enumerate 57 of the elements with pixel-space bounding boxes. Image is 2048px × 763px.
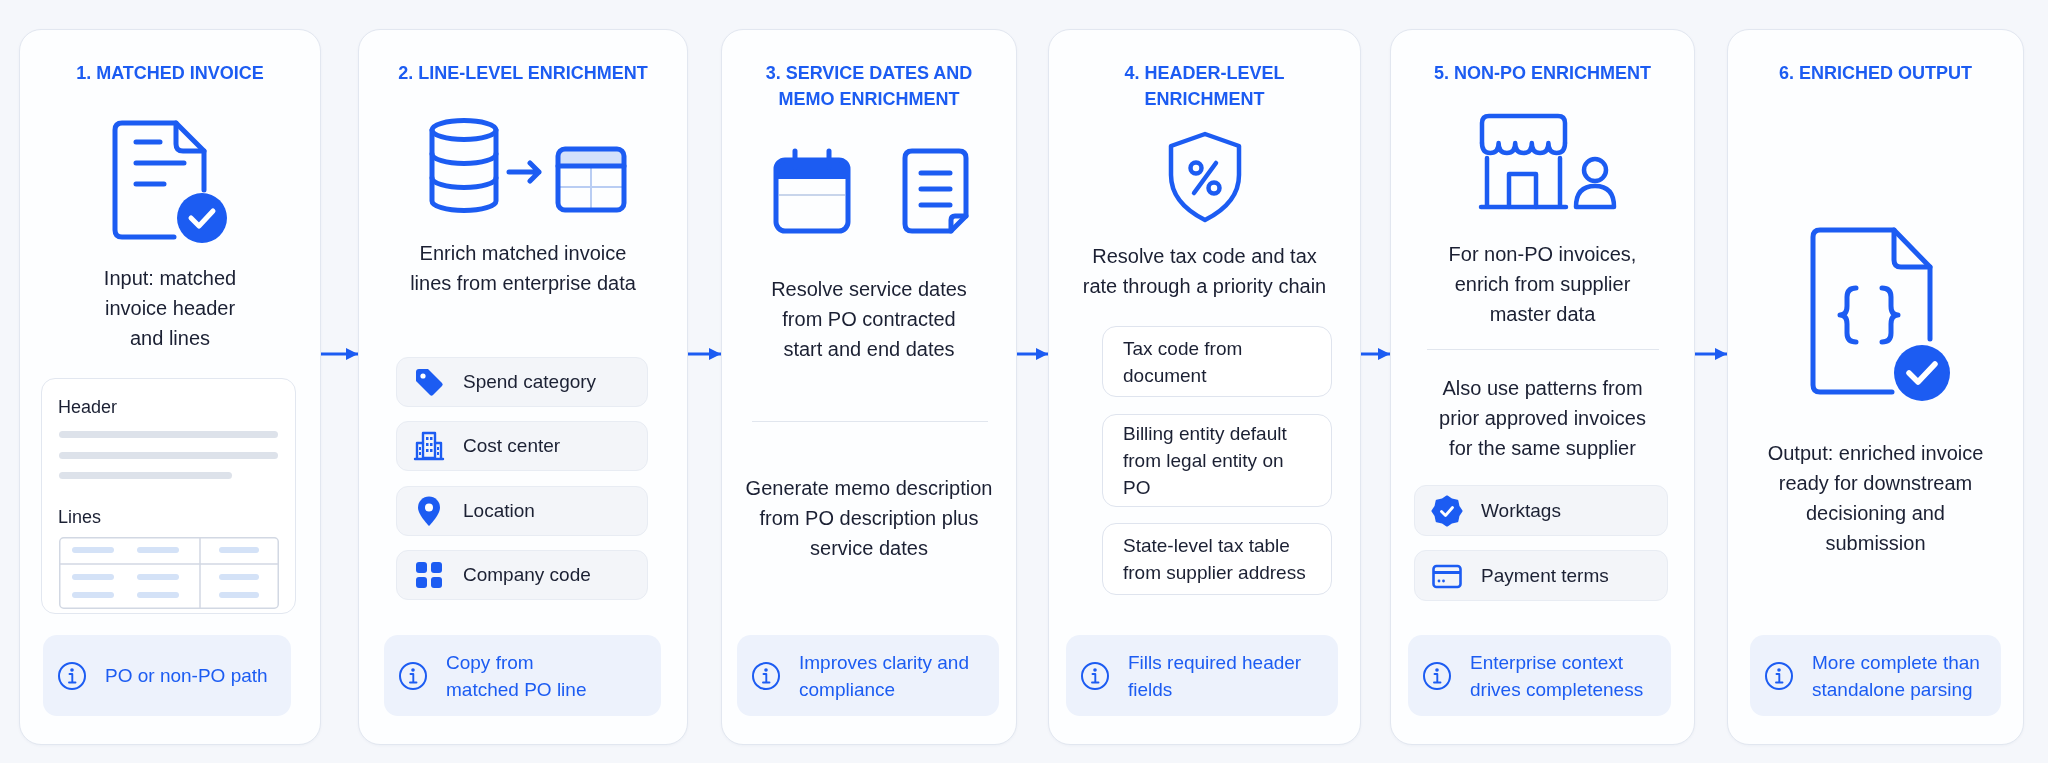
arrow xyxy=(1017,348,1048,360)
step-description: Enrich matched invoice lines from enterprise data xyxy=(409,241,637,296)
step-title: 4. HEADER-LEVEL ENRICHMENT xyxy=(1123,62,1286,111)
info-note xyxy=(384,635,661,716)
step-title: 6. ENRICHED OUTPUT xyxy=(1779,62,1972,85)
step-description: Output: enriched invoice ready for downstream decisioning and submission xyxy=(1766,441,1985,556)
field-item xyxy=(396,550,648,600)
arrow xyxy=(688,348,721,360)
info-note xyxy=(737,635,999,716)
field-item xyxy=(396,486,648,536)
info-note xyxy=(43,635,291,716)
note-text: Enterprise context drives completeness xyxy=(1470,650,1645,702)
step-description: Also use patterns from prior approved invoices for the same supplier xyxy=(1438,376,1647,461)
step-description: For non-PO invoices, enrich from supplier master data xyxy=(1447,242,1638,327)
priority-step-text: State-level tax table from supplier address xyxy=(1123,534,1307,585)
step-card xyxy=(721,29,1017,745)
field-label: Spend category xyxy=(463,370,597,394)
step-title: 2. LINE-LEVEL ENRICHMENT xyxy=(398,62,648,85)
note-text: Copy from matched PO line xyxy=(446,650,588,702)
step-description: Input: matched invoice header and lines xyxy=(102,266,238,351)
arrow xyxy=(1361,348,1390,360)
step-card xyxy=(1048,29,1361,745)
priority-step-text: Tax code from document xyxy=(1123,336,1244,388)
priority-step-text: Billing entity default from legal entity on PO xyxy=(1123,422,1288,500)
step-title: 5. NON-PO ENRICHMENT xyxy=(1434,62,1651,85)
note-text: Fills required header fields xyxy=(1128,650,1303,702)
section-label: Header xyxy=(58,396,118,419)
priority-step xyxy=(1102,414,1332,507)
note-text: PO or non-PO path xyxy=(105,664,268,688)
field-item xyxy=(396,421,648,471)
priority-step xyxy=(1102,523,1332,595)
step-description: Resolve service dates from PO contracted start and end dates xyxy=(770,277,968,362)
step-description: Resolve tax code and tax rate through a priority chain xyxy=(1081,244,1328,299)
step-card xyxy=(358,29,688,745)
arrow xyxy=(1695,348,1727,360)
field-label: Cost center xyxy=(463,434,561,458)
info-note xyxy=(1750,635,2001,716)
step-card xyxy=(1727,29,2024,745)
field-label: Worktags xyxy=(1481,498,1561,523)
info-note xyxy=(1408,635,1671,716)
step-title: 3. SERVICE DATES AND MEMO ENRICHMENT xyxy=(764,62,974,111)
arrow xyxy=(321,348,358,360)
step-card xyxy=(19,29,321,745)
field-item xyxy=(1414,485,1668,536)
note-text: More complete than standalone parsing xyxy=(1812,650,1981,702)
section-label: Lines xyxy=(58,506,102,529)
field-label: Payment terms xyxy=(1481,563,1609,588)
step-description: Generate memo description from PO description plus service dates xyxy=(744,476,994,561)
field-label: Company code xyxy=(463,563,591,587)
info-note xyxy=(1066,635,1338,716)
priority-step xyxy=(1102,326,1332,397)
note-text: Improves clarity and compliance xyxy=(799,650,970,702)
field-label: Location xyxy=(463,499,535,523)
step-card xyxy=(1390,29,1695,745)
step-title: 1. MATCHED INVOICE xyxy=(76,62,264,85)
field-item xyxy=(1414,550,1668,601)
field-item xyxy=(396,357,648,407)
